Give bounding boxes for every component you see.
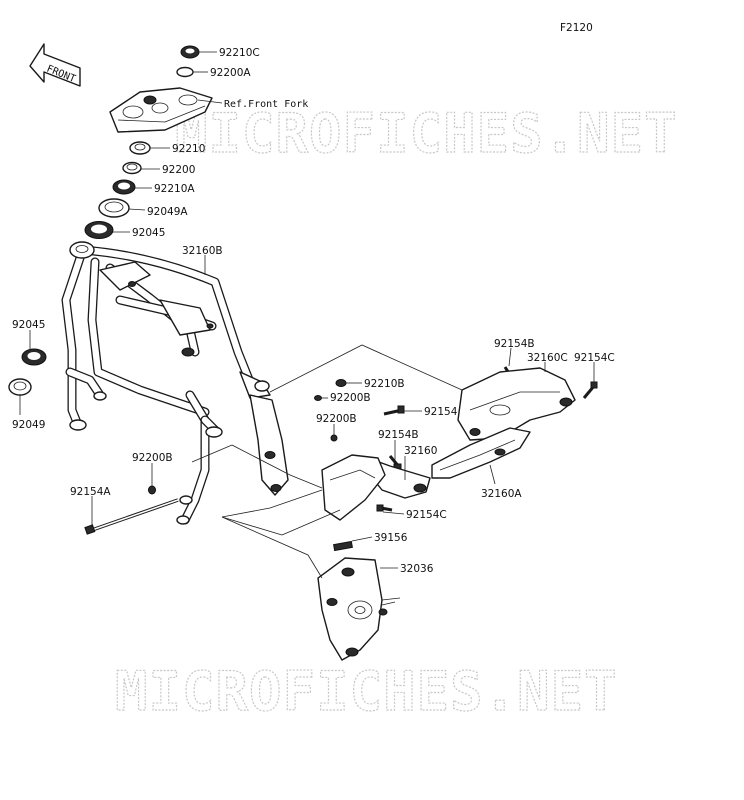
label-92200: 92200 [162,164,195,176]
part-32160A-subframe [431,427,531,479]
part-32160-bracket [367,457,431,499]
part-39156-label [333,540,353,552]
label-92154C-low: 92154C [406,509,447,521]
label-92049A: 92049A [147,206,188,218]
label-92210: 92210 [172,143,205,155]
label-92210B: 92210B [364,378,405,390]
part-92200B-low [330,434,338,442]
label-92045-top: 92045 [132,227,165,239]
part-92045-left [21,348,47,366]
part-92210C [180,45,200,59]
part-92154-bolt [383,405,405,416]
label-92045-left: 92045 [12,319,45,331]
figure-code: F2120 [560,22,593,34]
part-92154C-low-bolt [376,504,393,512]
part-92049A [98,198,130,218]
part-labels: 92210C 92200A Ref.Front Fork 92210 92200… [12,47,615,575]
watermark-top: MICROFICHES.NET [175,102,678,165]
part-92045-top [84,221,114,239]
part-side-frame-cover [321,454,386,521]
label-32160B: 32160B [182,245,223,257]
label-92200B-low: 92200B [316,413,357,425]
part-lower-cradle [176,390,223,525]
part-steering-stem-bracket [109,87,213,133]
label-32036: 32036 [400,563,434,575]
part-92049-left [8,378,32,396]
part-92210 [129,141,151,155]
label-92200B-mid: 92200B [330,392,371,404]
label-92154C-top: 92154C [574,352,615,364]
label-92154B-mid: 92154B [378,429,419,441]
part-92154A-bolt [84,498,179,535]
part-92200 [122,161,142,175]
part-92210A [112,179,136,195]
label-32160C: 32160C [527,352,568,364]
front-arrow-icon: FRONT [29,43,81,87]
label-39156: 39156 [374,532,408,544]
label-ref-front-fork: Ref.Front Fork [224,99,308,110]
label-92210C: 92210C [219,47,260,59]
assembly-lines [191,344,463,601]
label-92200A: 92200A [210,67,251,79]
part-32036-bracket [317,557,396,661]
label-32160A: 32160A [481,488,522,500]
label-92049: 92049 [12,419,45,431]
part-92210B [335,379,347,387]
watermark-bottom: MICROFICHES.NET [115,660,618,723]
part-92200B-left [148,485,156,495]
part-32160C-subframe [457,367,576,441]
leader-lines [19,51,595,569]
label-92154: 92154 [424,406,458,418]
label-32160: 32160 [404,445,437,457]
label-92154B-top: 92154B [494,338,535,350]
part-92154C-top-bolt [582,381,598,399]
part-92200A [176,66,194,78]
part-32160B-main-frame [61,241,289,496]
label-92200B-left: 92200B [132,452,173,464]
label-92154A: 92154A [70,486,111,498]
part-92200B-mid [314,395,322,401]
label-92210A: 92210A [154,183,195,195]
